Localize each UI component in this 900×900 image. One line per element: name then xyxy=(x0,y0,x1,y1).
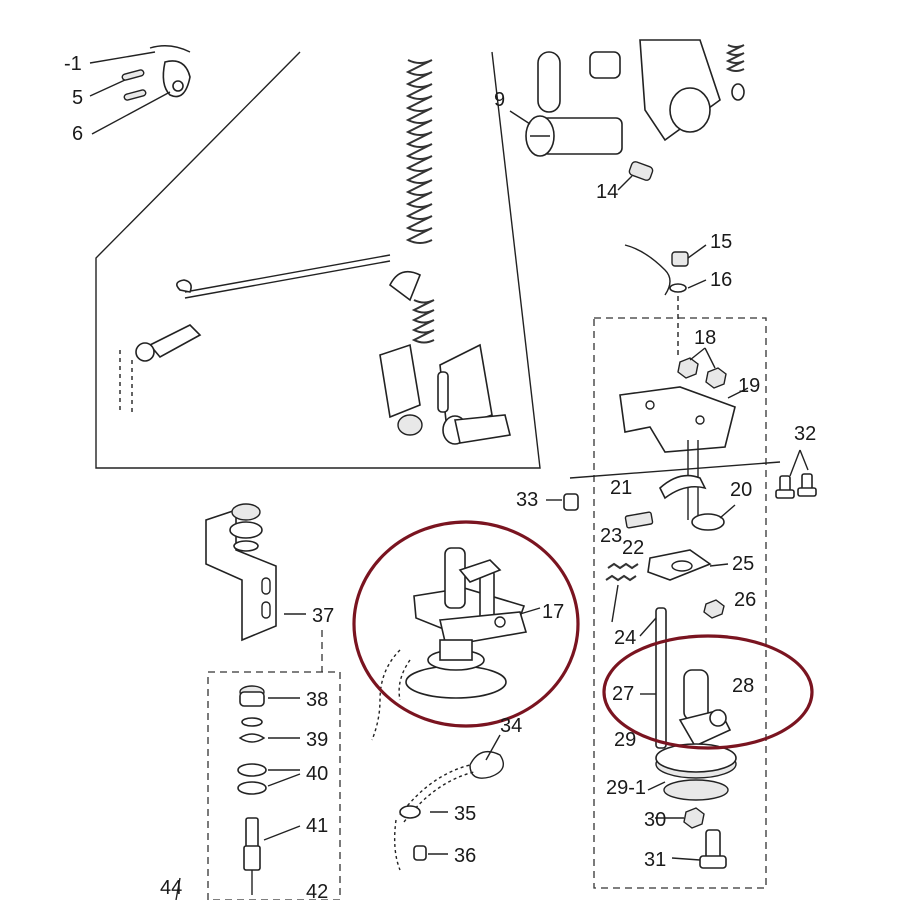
cord-assembly xyxy=(393,734,504,871)
part-label-41: 41 xyxy=(306,815,328,837)
part-label-6: 6 xyxy=(72,123,83,145)
linkage-inset xyxy=(95,51,541,469)
part-label-15: 15 xyxy=(710,231,732,253)
bracket-37 xyxy=(205,503,306,642)
part-label-5: 5 xyxy=(72,87,83,109)
part-label-35: 35 xyxy=(454,803,476,825)
part-label-25: 25 xyxy=(732,553,754,575)
part-label-16: 16 xyxy=(710,269,732,291)
part-label-19: 19 xyxy=(738,375,760,397)
part-label-27: 27 xyxy=(612,683,634,705)
part-label-36: 36 xyxy=(454,845,476,867)
part-label-44: 44 xyxy=(160,877,182,899)
part-label-23: 23 xyxy=(600,525,622,547)
part-label-37: 37 xyxy=(312,605,334,627)
part-label-9: 9 xyxy=(494,89,505,111)
part-label-20: 20 xyxy=(730,479,752,501)
part-label-29: 29 xyxy=(614,729,636,751)
part-label-38: 38 xyxy=(306,689,328,711)
part-label-33: 33 xyxy=(516,489,538,511)
hook-assembly-17 xyxy=(371,547,541,741)
highlight-circle-17 xyxy=(352,520,580,728)
marker-44 xyxy=(175,877,181,900)
highlight-circle-28 xyxy=(602,634,814,750)
right-assembly xyxy=(546,244,817,889)
part-label-29-1: 29-1 xyxy=(606,777,646,799)
part-label-26: 26 xyxy=(734,589,756,611)
part-label-34: 34 xyxy=(500,715,522,737)
top-left-parts xyxy=(89,45,191,135)
part-label-17: 17 xyxy=(542,601,564,623)
shaft-assembly xyxy=(509,39,745,191)
part-label-22: 22 xyxy=(622,537,644,559)
part-label-minus1: -1 xyxy=(64,53,82,75)
left-assembly xyxy=(207,630,341,900)
part-label-30: 30 xyxy=(644,809,666,831)
part-label-14: 14 xyxy=(596,181,618,203)
part-label-18: 18 xyxy=(694,327,716,349)
part-label-39: 39 xyxy=(306,729,328,751)
part-label-40: 40 xyxy=(306,763,328,785)
part-label-24: 24 xyxy=(614,627,636,649)
part-label-42: 42 xyxy=(306,881,328,900)
part-label-31: 31 xyxy=(644,849,666,871)
part-label-32: 32 xyxy=(794,423,816,445)
part-label-28: 28 xyxy=(732,675,754,697)
part-label-21: 21 xyxy=(610,477,632,499)
